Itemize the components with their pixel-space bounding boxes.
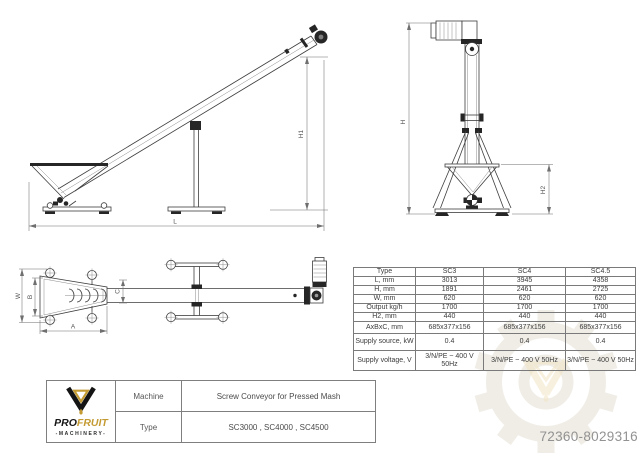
top-view-drawing: W B A C (15, 257, 327, 334)
machine-value: Screw Conveyor for Pressed Mash (181, 380, 376, 412)
side-dim-height1: H1 (270, 56, 328, 211)
dim-label-A: A (71, 324, 76, 331)
dim-label-L: L (173, 219, 177, 226)
brand-pro: PRO (54, 417, 77, 430)
spec-cell: 685x377x156 (483, 321, 566, 335)
spec-cell: 3/N/PE ~ 400 V 50Hz (565, 350, 636, 372)
front-tube (464, 44, 480, 166)
spec-cell: 440 (415, 312, 484, 323)
top-dim-width: W (15, 268, 47, 323)
title-block: PROFRUIT -MACHINERY- Machine Screw Conve… (46, 380, 376, 443)
top-screw (65, 288, 107, 303)
profruit-logo: PROFRUIT -MACHINERY- (46, 380, 116, 443)
front-dim-height: H (400, 22, 437, 215)
dim-label-B: B (27, 295, 34, 299)
spec-cell: 620 (565, 294, 636, 305)
top-drive-assembly (304, 257, 327, 305)
dim-label-W: W (15, 292, 22, 299)
spec-cell: 440 (565, 312, 636, 323)
spec-cell: 0.4 (565, 333, 636, 352)
spec-header-sc4: SC4 (483, 266, 566, 278)
spec-cell: 1700 (483, 303, 566, 314)
side-dim-length: L (28, 60, 325, 231)
spec-row-label: L, mm (353, 276, 416, 287)
front-bottom-drive (463, 194, 482, 209)
spec-row: H2, mm 440 440 440 (353, 312, 636, 323)
spec-cell: 685x377x156 (415, 321, 484, 335)
spec-row-label: H2, mm (353, 312, 416, 323)
spec-cell: 2461 (483, 285, 566, 296)
spec-cell: 3945 (483, 276, 566, 287)
spec-row-label: W, mm (353, 294, 416, 305)
spec-row-label: Supply voltage, V (353, 350, 416, 372)
front-hopper (444, 163, 500, 196)
spec-row: W, mm 620 620 620 (353, 294, 636, 305)
spec-cell: 620 (483, 294, 566, 305)
spec-row-label: Supply source, kW (353, 333, 416, 352)
spec-header-label: Type (353, 266, 416, 278)
spec-cell: 440 (483, 312, 566, 323)
side-hopper (30, 163, 109, 200)
spec-cell: 4358 (565, 276, 636, 287)
spec-cell: 620 (415, 294, 484, 305)
brand-name: PROFRUIT (54, 418, 108, 429)
side-hopper-stand (42, 202, 112, 214)
spec-row: L, mm 3013 3945 4358 (353, 276, 636, 287)
spec-cell: 1700 (565, 303, 636, 314)
spec-cell: 0.4 (415, 333, 484, 352)
profruit-logo-mark-icon (66, 387, 96, 415)
spec-cell: 3013 (415, 276, 484, 287)
spec-cell: 1700 (415, 303, 484, 314)
spec-header-sc3: SC3 (415, 266, 484, 278)
machine-label: Machine (115, 380, 182, 412)
front-base (434, 208, 510, 216)
top-tube (107, 288, 311, 303)
spec-table: Type SC3 SC4 SC4.5 L, mm 3013 3945 4358 … (353, 266, 636, 372)
dim-label-H: H (400, 119, 407, 124)
spec-row: Supply source, kW 0.4 0.4 0.4 (353, 333, 636, 352)
front-dim-height2: H2 (501, 164, 553, 215)
spec-cell: 3/N/PE ~ 400 V 50Hz (415, 350, 484, 372)
top-hopper (39, 275, 108, 319)
spec-cell: 3/N/PE ~ 400 V 50Hz (483, 350, 566, 372)
top-dim-b: B (27, 277, 43, 317)
side-drive-motor (308, 24, 328, 44)
spec-header-sc45: SC4.5 (565, 266, 636, 278)
spec-cell: 0.4 (483, 333, 566, 352)
spec-cell: 1891 (415, 285, 484, 296)
side-inlet-drive (53, 197, 77, 207)
dim-label-C: C (115, 289, 122, 294)
side-mid-stand (167, 121, 226, 214)
front-view-drawing: H H2 (400, 20, 553, 216)
top-dim-c: C (115, 279, 127, 304)
dim-label-H2: H2 (540, 185, 547, 194)
spec-cell: 685x377x156 (565, 321, 636, 335)
type-label: Type (115, 411, 182, 443)
front-mid-joint (460, 113, 484, 122)
spec-row-label: Output kg/h (353, 303, 416, 314)
dim-label-H1: H1 (298, 129, 305, 138)
spec-header-row: Type SC3 SC4 SC4.5 (353, 266, 636, 278)
spec-row-label: AxBxC, mm (353, 321, 416, 335)
spec-row: Output kg/h 1700 1700 1700 (353, 303, 636, 314)
spec-row: H, mm 1891 2461 2725 (353, 285, 636, 296)
brand-machinery: -MACHINERY- (55, 430, 107, 437)
top-mid-support (164, 258, 230, 324)
top-dim-a: A (39, 306, 108, 334)
top-feet (43, 266, 99, 327)
brand-fruit: FRUIT (76, 417, 108, 430)
spec-row: AxBxC, mm 685x377x156 685x377x156 685x37… (353, 321, 636, 335)
type-value: SC3000 , SC4000 , SC4500 (181, 411, 376, 443)
doc-number: 72360-8029316 (539, 429, 638, 444)
side-view-drawing: L H1 (28, 24, 328, 231)
side-tube (57, 35, 318, 198)
front-motor (430, 20, 482, 56)
spec-row: Supply voltage, V 3/N/PE ~ 400 V 50Hz 3/… (353, 350, 636, 372)
spec-cell: 2725 (565, 285, 636, 296)
spec-row-label: H, mm (353, 285, 416, 296)
